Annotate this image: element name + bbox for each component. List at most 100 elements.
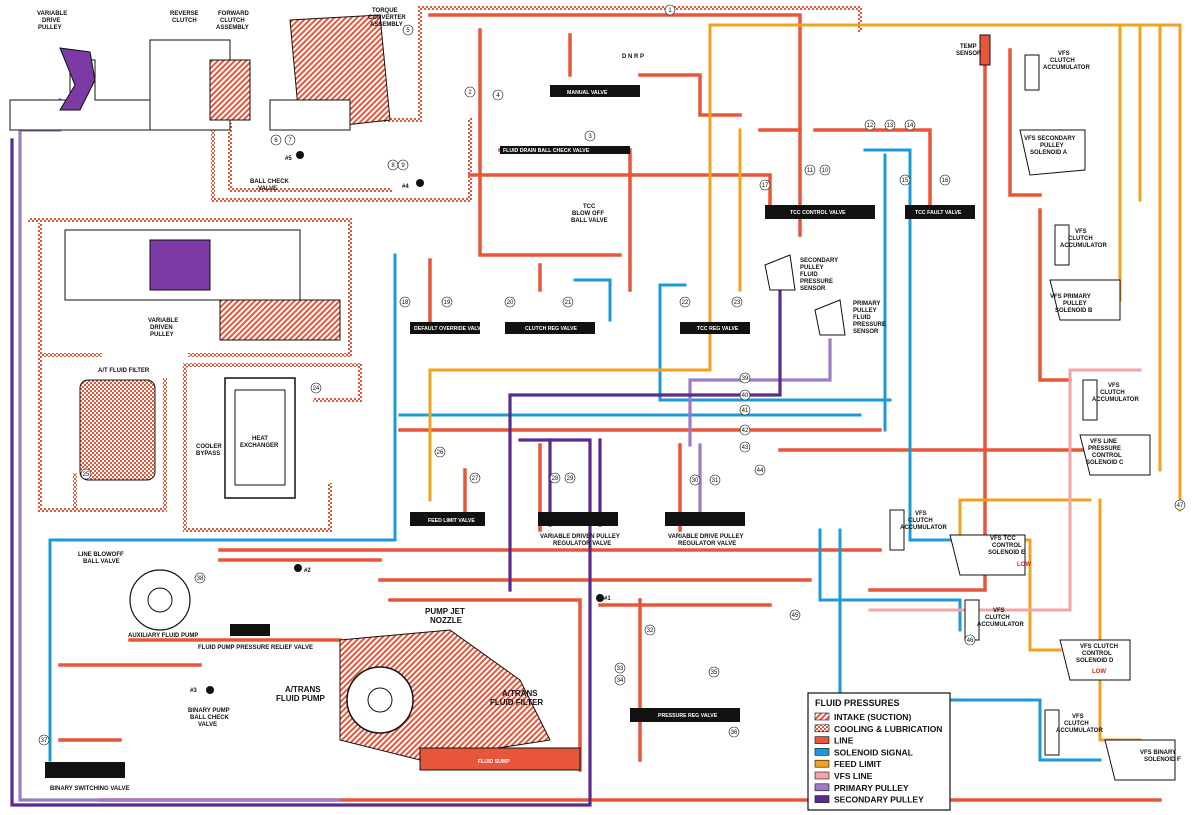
circuit-marker-35 (708, 666, 720, 678)
circuit-marker-3 (584, 130, 596, 142)
circuit-number-6: 6 (274, 138, 278, 144)
feed-pipe-f (1098, 498, 1142, 742)
legend-swatch-cooling (814, 724, 830, 733)
circuit-marker-19 (441, 296, 453, 308)
default-override-valve-body (410, 322, 480, 334)
accumulator-d (964, 599, 980, 641)
circuit-marker-37 (38, 734, 50, 746)
cooling-circuit (28, 6, 862, 532)
accumulator-c (1082, 379, 1098, 421)
circuit-number-22: 22 (682, 300, 689, 306)
circuit-marker-26 (434, 446, 446, 458)
circuit-marker-25 (80, 468, 92, 480)
label-relief-valve: FLUID PUMP PRESSURE RELIEF VALVE (198, 645, 313, 651)
circuit-marker-31 (709, 474, 721, 486)
circuit-number-29: 29 (567, 476, 574, 482)
circuit-marker-41 (739, 404, 751, 416)
circuit-marker-4 (492, 89, 504, 101)
signal-pipe-default (48, 253, 397, 762)
ball-check-3 (206, 686, 214, 694)
legend-swatch-feed-limit (814, 759, 830, 768)
circuit-number-47: 47 (1177, 503, 1184, 509)
legend-swatch-secondary-pulley (814, 795, 830, 803)
solenoid-e-shape (949, 534, 1026, 576)
circuit-marker-9 (397, 159, 409, 171)
circuit-marker-16 (939, 174, 951, 186)
feed-pipe-limit (428, 23, 712, 502)
circuit-marker-42 (739, 424, 751, 436)
circuit-marker-43 (739, 441, 751, 453)
feed-pipe-e (958, 498, 1092, 542)
solenoid-signal-circuit (48, 148, 1102, 762)
line-pipe-temp (868, 48, 987, 592)
transaxle-assembly (9, 14, 391, 131)
circuit-number-33: 33 (617, 666, 624, 672)
circuit-number-19: 19 (444, 300, 451, 306)
circuit-number-32: 32 (647, 628, 654, 634)
circuit-number-12: 12 (867, 123, 874, 129)
circuit-number-41: 41 (742, 408, 749, 414)
signal-pipe-d (818, 528, 962, 632)
circuit-number-4: 4 (496, 93, 500, 99)
label-gear-selector: D N R P (622, 54, 644, 60)
ball-check-1 (596, 594, 604, 602)
circuit-number-34: 34 (617, 678, 624, 684)
circuit-marker-45 (789, 609, 801, 621)
legend-label-vfs-line: VFS LINE (834, 771, 873, 781)
fluid-sump-shape (419, 747, 581, 771)
binary-switching-valve-body (45, 762, 125, 778)
circuit-number-38: 38 (197, 576, 204, 582)
ball-checks (206, 151, 604, 694)
circuit-number-18: 18 (402, 300, 409, 306)
circuit-marker-21 (562, 296, 574, 308)
cooling-pipe-top (418, 6, 862, 32)
label-fluid-drain: FLUID DRAIN BALL CHECK VALVE (503, 148, 590, 154)
circuit-marker-5 (402, 24, 414, 36)
circuit-marker-14 (904, 119, 916, 131)
circuit-marker-39 (739, 372, 751, 384)
circuit-number-13: 13 (887, 123, 894, 129)
label-ball-5: #5 (285, 156, 292, 162)
circuit-number-30: 30 (692, 478, 699, 484)
manual-valve-body (550, 85, 640, 97)
label-aux-pump: AUXILIARY FLUID PUMP (128, 633, 198, 639)
label-low-d: LOW (1092, 669, 1106, 675)
driven-pulley-reg-valve-body (538, 512, 618, 526)
circuit-number-10: 10 (822, 168, 829, 174)
line-pipe-fault (813, 128, 932, 207)
circuit-marker-6 (270, 134, 282, 146)
legend-title: FLUID PRESSURES (815, 698, 900, 708)
circuit-marker-2 (464, 86, 476, 98)
variable-driven-pulley-shape (64, 229, 341, 341)
circuit-marker-11 (804, 164, 816, 176)
circuit-marker-15 (899, 174, 911, 186)
circuit-marker-36 (728, 726, 740, 738)
circuit-marker-40 (739, 389, 751, 401)
circuit-marker-33 (614, 662, 626, 674)
label-fluid-sump: FLUID SUMP (478, 759, 510, 765)
tcc-fault-valve-body (905, 205, 975, 219)
circuit-number-44: 44 (757, 468, 764, 474)
secondary-pipe-main (10, 138, 592, 807)
circuit-number-25: 25 (83, 472, 90, 478)
temp-sensor-shape (979, 34, 991, 66)
legend: FLUID PRESSURES INTAKE (SUCTION)COOLING … (807, 692, 951, 811)
circuit-number-43: 43 (742, 445, 749, 451)
circuit-number-15: 15 (902, 178, 909, 184)
legend-label-solenoid-signal: SOLENOID SIGNAL (834, 747, 913, 757)
line-pipe-acc-b (1038, 208, 1072, 382)
